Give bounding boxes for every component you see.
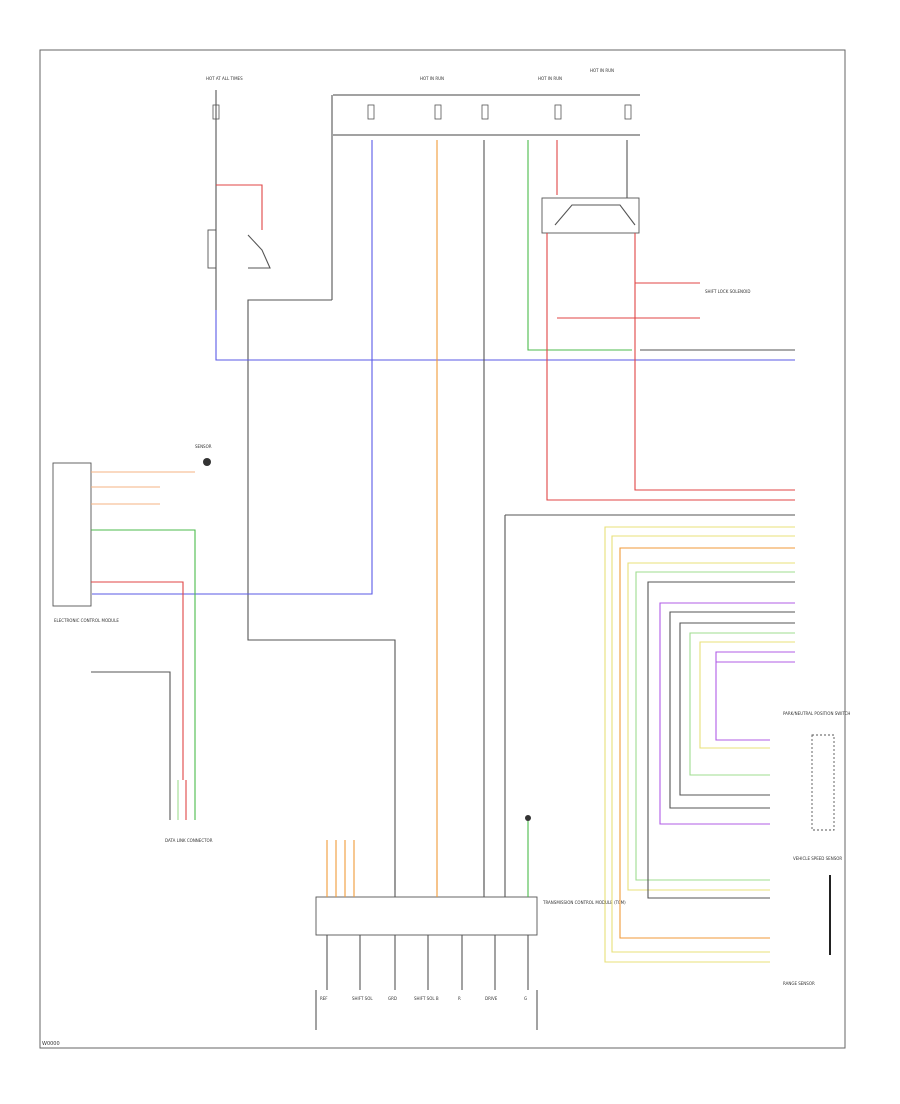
fuse-label-2: HOT IN RUN (420, 76, 444, 81)
wire-blue-top (215, 310, 795, 361)
fuse-symbols (212, 104, 632, 120)
wire-red-to-tcm (546, 233, 795, 501)
term-label-1: SHIFT SOL (352, 996, 373, 1001)
tcm-bottom-terminals (315, 935, 538, 1030)
wire-ecm-red (91, 581, 184, 780)
fuse-label-4: HOT IN RUN (590, 68, 614, 73)
tcm-upper-connectors (326, 514, 795, 897)
sensor-upper-left (203, 458, 211, 466)
sensor-upper-left-label: SENSOR (195, 444, 212, 449)
shift-lock-label: SHIFT LOCK SOLENOID (705, 289, 750, 294)
fuse-1 (212, 104, 220, 120)
wire-relay-red (216, 184, 263, 230)
fuse-label-1: HOT AT ALL TIMES (206, 76, 243, 81)
relay-coil (207, 229, 217, 269)
vehicle-speed-sensor-label: VEHICLE SPEED SENSOR (793, 856, 842, 861)
wire-red-to-tcm-2 (634, 233, 795, 491)
wire-blue-vertical (92, 140, 373, 595)
term-label-2: GRD (388, 996, 397, 1001)
fuse-5 (554, 104, 562, 120)
fuse-3 (434, 104, 442, 120)
term-label-6: G (524, 996, 527, 1001)
park-neutral-switch (541, 197, 640, 234)
wire-ecm-green (91, 529, 196, 780)
range-sensor-label: RANGE SENSOR (783, 981, 815, 986)
relay-contact (247, 234, 271, 269)
tcm-label: TRANSMISSION CONTROL MODULE (TCM) (542, 900, 626, 905)
term-label-0: REF (320, 996, 328, 1001)
fuse-label-3: HOT IN RUN (538, 76, 562, 81)
ecm-label: ELECTRONIC CONTROL MODULE (54, 618, 119, 623)
switch-contacts (554, 204, 636, 226)
wire-green (527, 140, 632, 351)
diagram-frame (39, 49, 846, 1049)
range-switch-label: PARK/NEUTRAL POSITION SWITCH (783, 711, 850, 716)
fuse-2 (367, 104, 375, 120)
wire-gray-main (247, 299, 396, 890)
fuse-6 (624, 104, 632, 120)
footer-code: W0000 (42, 1041, 60, 1047)
range-sensor-box (811, 734, 835, 831)
electronic-control-module (52, 462, 92, 607)
fuse-4 (481, 104, 489, 120)
right-side-wires (604, 526, 795, 963)
transmission-control-module (315, 896, 538, 936)
term-label-5: DRIVE (485, 996, 498, 1001)
term-label-4: R (458, 996, 461, 1001)
term-label-3: SHIFT SOL B (414, 996, 439, 1001)
dlc-label: DATA LINK CONNECTOR (165, 838, 213, 843)
wire-dlc-1 (91, 671, 171, 780)
